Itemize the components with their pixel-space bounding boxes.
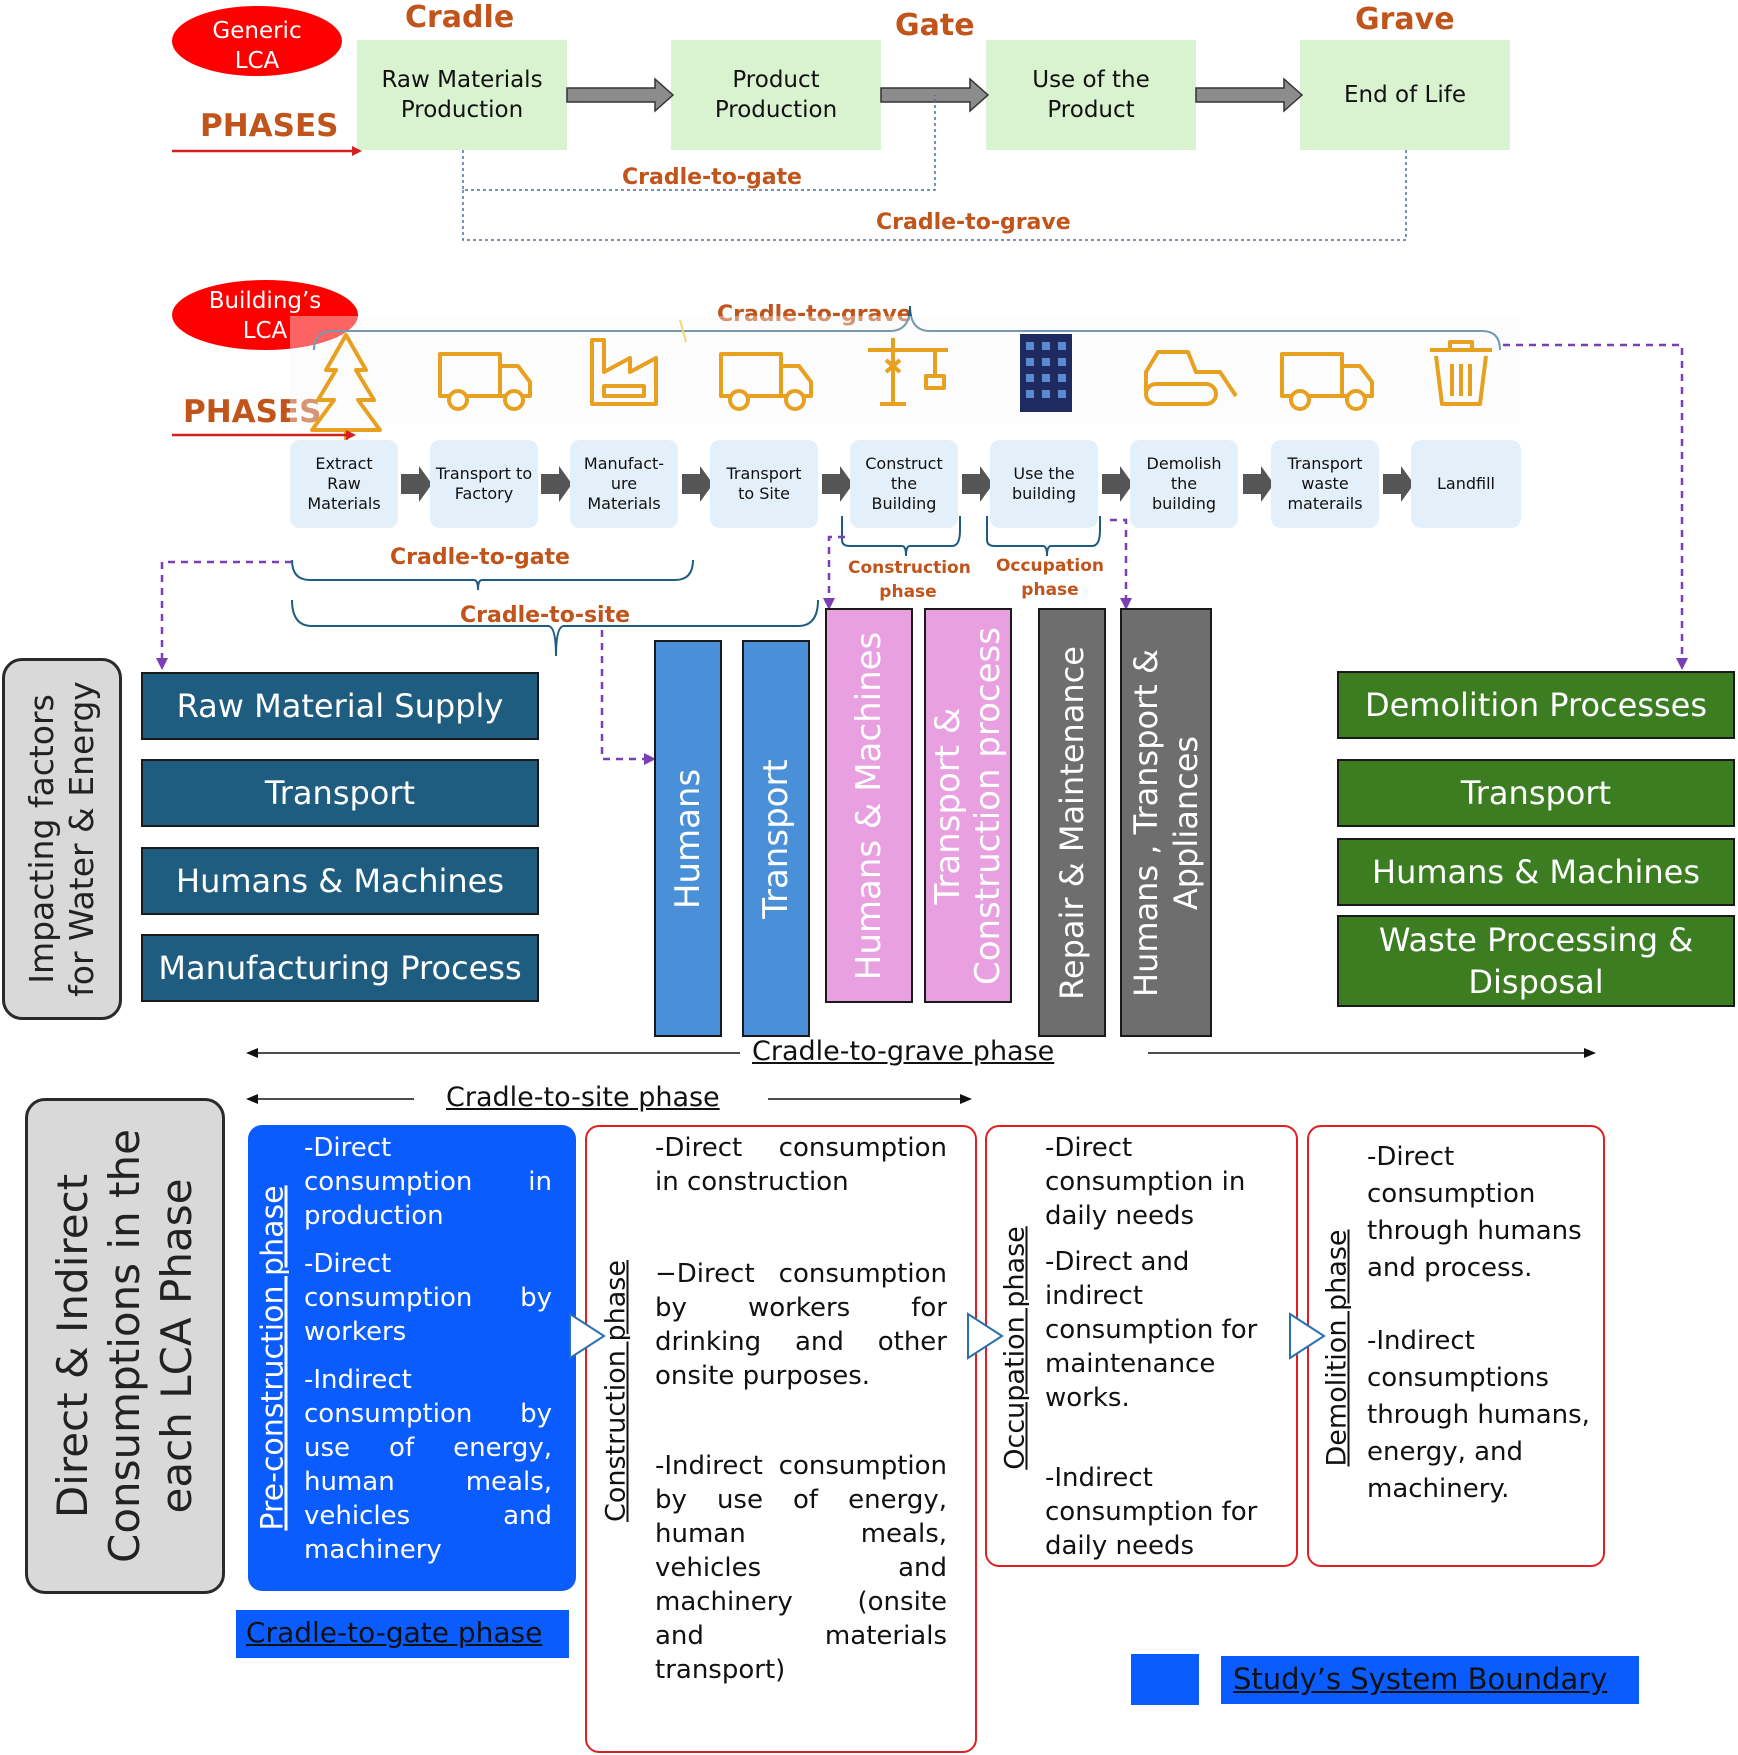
- generic-box-product-production: Product Production: [671, 40, 881, 150]
- step-extract-raw-materials: Extract Raw Materials: [290, 440, 398, 528]
- bar-humans-machines: Humans & Machines: [825, 608, 913, 1003]
- impact-left-humans-machines: Humans & Machines: [141, 847, 539, 915]
- step-use-building: Use the building: [990, 440, 1098, 528]
- impact-left-raw-material-supply: Raw Material Supply: [141, 672, 539, 740]
- occupation-item-1: -Direct consumption in daily needs: [1045, 1133, 1246, 1231]
- factory-icon: [590, 338, 658, 406]
- impact-right-waste-processing: Waste Processing & Disposal: [1337, 915, 1735, 1007]
- impacting-factors-label: Impacting factors for Water & Energy: [2, 658, 122, 1020]
- pre-construction-item-2: -Direct consumption by workers: [304, 1249, 552, 1347]
- occupation-item-3: -Indirect consumption for daily needs: [1045, 1463, 1258, 1561]
- generic-box-end-of-life: End of Life: [1300, 40, 1510, 150]
- step-construct-building: Construct the Building: [850, 440, 958, 528]
- stage-title-gate: Gate: [895, 8, 975, 43]
- step-transport-to-factory: Transport to Factory: [430, 440, 538, 528]
- stage-title-cradle: Cradle: [405, 0, 515, 35]
- construction-phase-label: Construction phase: [848, 558, 971, 602]
- generic-cradle-to-grave-label: Cradle-to-grave: [876, 210, 1071, 235]
- pre-construction-item-3: -Indirect consumption by use of energy, …: [304, 1365, 552, 1565]
- building-icon: [1020, 334, 1072, 412]
- construction-item-2: −Direct consumption by workers for drink…: [655, 1259, 947, 1391]
- cradle-to-site-phase-span: Cradle-to-site phase: [446, 1082, 720, 1113]
- impact-left-transport: Transport: [141, 759, 539, 827]
- pre-construction-box: Pre-construction phase -Direct consumpti…: [248, 1125, 576, 1591]
- demolition-box: Demolition phase -Direct consumption thr…: [1307, 1125, 1605, 1567]
- bulldozer-icon: [1144, 350, 1238, 406]
- bar-repair-maintenance: Repair & Maintenance: [1038, 608, 1106, 1037]
- building-cradle-to-gate-label: Cradle-to-gate: [390, 545, 570, 570]
- step-landfill: Landfill: [1411, 440, 1521, 528]
- generic-box-raw-materials: Raw Materials Production: [357, 40, 567, 150]
- consumptions-label: Direct & Indirect Consumptions in the ea…: [25, 1098, 225, 1594]
- step-transport-to-site: Transport to Site: [710, 440, 818, 528]
- building-lca-badge: Building’s LCA: [172, 280, 358, 350]
- legend-swatch: [1131, 1654, 1199, 1705]
- building-cradle-to-site-label: Cradle-to-site: [460, 603, 631, 628]
- occupation-box: Occupation phase -Direct consumption in …: [985, 1125, 1298, 1567]
- truck-icon: [719, 352, 813, 411]
- building-phases-label: PHASES: [183, 394, 322, 430]
- cradle-to-site-span-arrows: [246, 1094, 972, 1104]
- truck-icon: [438, 352, 532, 411]
- bar-humans: Humans: [654, 640, 722, 1037]
- generic-phases-label: PHASES: [200, 108, 339, 144]
- impact-right-humans-machines: Humans & Machines: [1337, 838, 1735, 906]
- trash-bin-icon: [1430, 340, 1492, 406]
- impact-right-transport: Transport: [1337, 759, 1735, 827]
- occupation-phase-label: Occupation phase: [995, 556, 1105, 600]
- impact-left-manufacturing-process: Manufacturing Process: [141, 934, 539, 1002]
- truck-icon: [1280, 352, 1374, 411]
- bar-humans-transport-appliances: Humans , Transport & Appliances: [1120, 608, 1212, 1037]
- pre-construction-item-1: -Direct consumption in production: [304, 1133, 552, 1231]
- generic-cradle-to-gate-label: Cradle-to-gate: [622, 165, 802, 190]
- building-icons-and-braces: [156, 305, 1688, 1058]
- demolition-item-1: -Direct consumption through humans and p…: [1367, 1142, 1582, 1283]
- bar-transport: Transport: [742, 640, 810, 1037]
- impact-right-demolition: Demolition Processes: [1337, 671, 1735, 739]
- cradle-to-gate-phase-span: Cradle-to-gate phase: [236, 1610, 569, 1658]
- cradle-to-grave-phase-span: Cradle-to-grave phase: [752, 1036, 1055, 1067]
- bar-transport-construction: Transport & Construction process: [924, 608, 1012, 1003]
- generic-lca-badge: Generic LCA: [172, 6, 342, 76]
- demolition-item-2: -Indirect consumptions through humans, e…: [1367, 1326, 1590, 1504]
- step-transport-waste: Transport waste materails: [1271, 440, 1379, 528]
- construction-box: Construction phase -Direct consumption i…: [585, 1125, 977, 1753]
- phase-flow-triangles: [569, 1312, 1326, 1360]
- stage-title-grave: Grave: [1355, 2, 1455, 37]
- crane-icon: [868, 338, 948, 406]
- construction-item-1: -Direct consumption in construction: [655, 1133, 947, 1197]
- step-demolish-building: Demolish the building: [1130, 440, 1238, 528]
- generic-connectors: [172, 77, 1407, 241]
- generic-box-use: Use of the Product: [986, 40, 1196, 150]
- building-cradle-to-grave-label: Cradle-to-grave: [717, 302, 912, 327]
- construction-item-3: -Indirect consumption by use of energy, …: [655, 1451, 947, 1685]
- legend-system-boundary-label: Study’s System Boundary: [1221, 1656, 1639, 1704]
- occupation-item-2: -Direct and indirect consumption for mai…: [1045, 1247, 1258, 1413]
- step-manufacture-materials: Manufact- ure Materials: [570, 440, 678, 528]
